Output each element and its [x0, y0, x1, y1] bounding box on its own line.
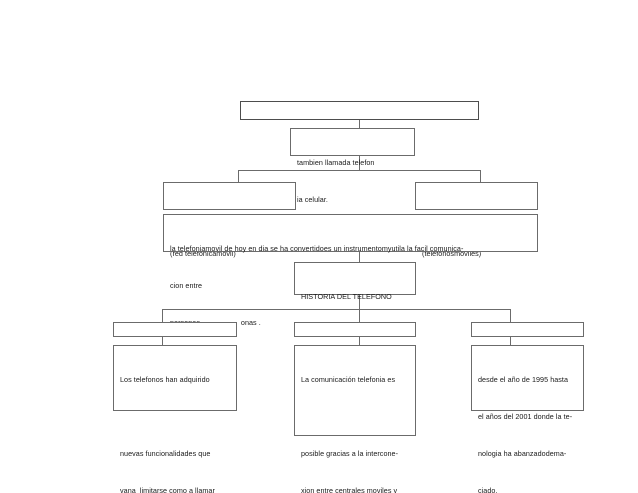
connector-children-bus	[162, 309, 510, 310]
node-siglo-xxi-detalle-line-1	[120, 411, 231, 423]
node-tambien-llamada-line-1: ia celular.	[297, 195, 328, 205]
connector-bus-to-evolucion	[510, 309, 511, 322]
connector-bus-to-red	[238, 170, 239, 182]
node-tambien-llamada[interactable]: tambien llamada telefon ia celular.	[290, 128, 415, 204]
node-funcionamiento[interactable]: FUNCIONAMIENTO	[294, 322, 416, 361]
node-funcionamiento-detalle-line-2: posible gracias a la intercone-	[301, 449, 399, 459]
connector-historia-down	[359, 295, 360, 309]
node-siglo-xxi-detalle-line-3: vana limitarse como a llamar	[120, 486, 215, 493]
node-evolucion-detalle-line-3: ciado.	[478, 486, 498, 493]
connector-branch-bus-top	[238, 170, 480, 171]
node-historia-del-telefono-movil[interactable]: HISTORIA DEL TELEFONO MOVIL	[294, 262, 416, 338]
connector-bus-to-funcionamiento	[359, 309, 360, 322]
connector-subtitle-down	[359, 156, 360, 170]
node-red-de-comunicaciones[interactable]: RED DE COMUNICACIONES (red telefonicamov…	[163, 182, 296, 258]
node-evolucion-detalle[interactable]: desde el año de 1995 hasta el años del 2…	[471, 345, 584, 493]
node-tambien-llamada-line-0: tambien llamada telefon	[297, 157, 375, 167]
node-evolucion-detalle-line-0: desde el año de 1995 hasta	[478, 374, 569, 384]
node-terminales-line-1: (telefonosmoviles)	[422, 249, 482, 259]
node-descripcion-telefonia[interactable]: la telefoniamovil de hoy en dia se ha co…	[163, 214, 538, 327]
node-descripcion-line-0: la telefoniamovil de hoy en dia se ha co…	[170, 243, 464, 253]
node-descripcion-line-1: cion entre	[170, 281, 203, 291]
node-funcionamiento-detalle[interactable]: La comunicación telefonia es posible gra…	[294, 345, 416, 493]
node-evolucion-detalle-line-1: el años del 2001 donde la te-	[478, 412, 573, 422]
node-siglo-xxi-detalle[interactable]: Los telefonos han adquirido nuevas funci…	[113, 345, 237, 493]
node-telefonia-movil[interactable]: TELEFONIA MOVIL	[240, 101, 479, 141]
node-historia-line-0: HISTORIA DEL TELEFONO	[301, 291, 392, 301]
node-siglo-xxi-detalle-line-2: nuevas funcionalidades que	[120, 449, 211, 459]
connector-bus-to-siglo	[162, 309, 163, 322]
node-evolucion-detalle-line-2: nologia ha abanzadodema-	[478, 449, 567, 459]
node-funcionamiento-detalle-line-3: xion entre centrales moviles y	[301, 486, 398, 493]
connector-bus-to-terminales	[480, 170, 481, 182]
node-red-de-comunicaciones-line-1: (red telefonicamovil)	[170, 249, 236, 259]
connector-funcionamiento-to-detail	[359, 337, 360, 345]
connector-siglo-to-detail	[162, 337, 163, 345]
connector-root-to-subtitle	[359, 120, 360, 128]
node-funcionamiento-detalle-line-0: La comunicación telefonia es	[301, 374, 396, 384]
connector-descripcion-to-historia	[359, 252, 360, 262]
node-siglo-xxi[interactable]: SIGLO XXI	[113, 322, 237, 361]
node-funcionamiento-detalle-line-1	[301, 411, 410, 423]
node-siglo-xxi-detalle-line-0: Los telefonos han adquirido	[120, 374, 210, 384]
node-terminales[interactable]: TERMINALES (telefonosmoviles)	[415, 182, 538, 258]
connector-evolucion-to-detail	[510, 337, 511, 345]
node-evolucion-de-los-telefonos[interactable]: evolucion de los telefonos	[471, 322, 584, 361]
